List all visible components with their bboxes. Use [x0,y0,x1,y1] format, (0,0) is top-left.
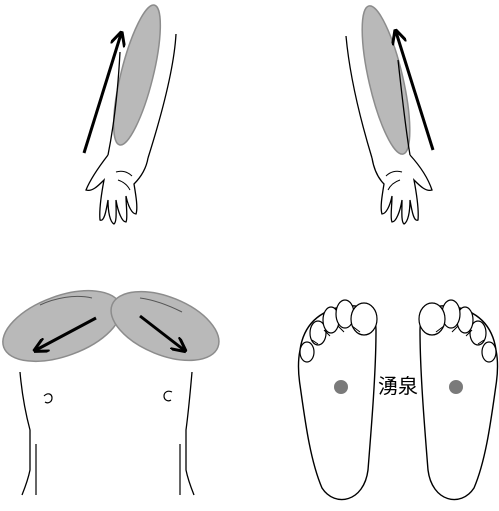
right-shoulder-shaded-area [101,278,228,374]
acupoint-label: 湧泉 [378,374,418,398]
right-nipple [164,391,172,401]
torso-inner-lines [36,444,180,495]
acupoint-dot-icon [449,380,463,394]
chest-shoulders-panel [0,277,229,495]
hand-icon [372,155,432,224]
acupoint-dot-icon [334,380,348,394]
foot-icon [299,300,498,500]
torso-outline [20,372,194,495]
hand-icon [86,155,148,224]
left-shoulder-shaded-area [0,277,131,376]
right-forearm-panel [346,2,433,224]
left-forearm-shaded-area [104,1,170,148]
foot-soles-panel: 湧泉 [299,300,498,500]
left-forearm-panel [84,1,176,224]
left-nipple [44,394,52,403]
